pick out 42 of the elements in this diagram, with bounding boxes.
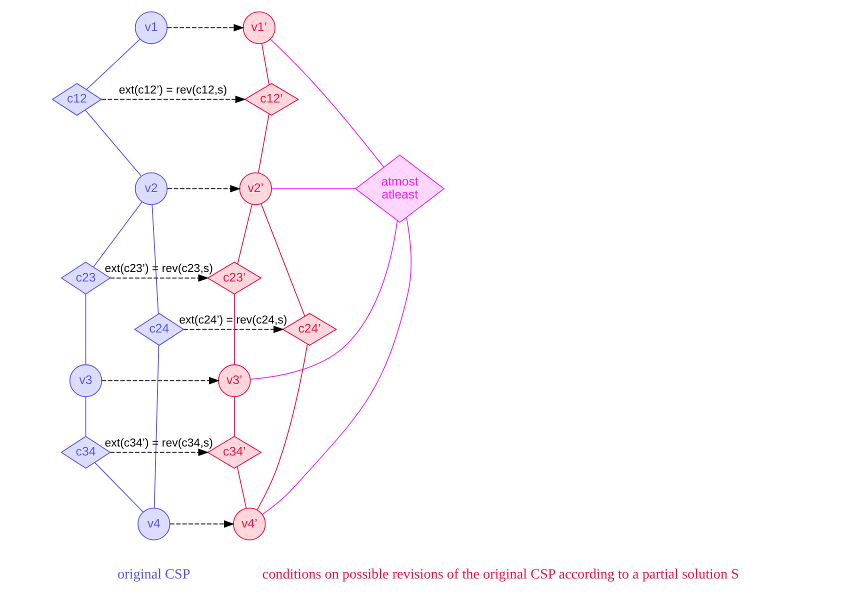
connector (234, 396, 235, 437)
connector (261, 42, 270, 86)
arrow (183, 326, 284, 334)
connector (154, 344, 160, 508)
arrow (101, 376, 220, 384)
connector (85, 294, 86, 366)
node-diamond: c12’ (244, 82, 300, 116)
arrow (110, 274, 209, 282)
connector (152, 204, 159, 314)
connector (84, 110, 142, 177)
arrow (101, 96, 246, 104)
label: original CSP (118, 566, 190, 583)
node-circle: v3 (69, 364, 102, 398)
node-circle: v1 (134, 11, 168, 44)
connector (234, 294, 235, 366)
arrow (167, 185, 241, 192)
arrow (110, 448, 209, 456)
node-circle: v4’ (233, 508, 266, 540)
connector (93, 202, 142, 268)
connector (85, 396, 86, 437)
node-circle: v3’ (218, 364, 251, 398)
connector (237, 204, 252, 264)
connector (258, 114, 270, 174)
connector (262, 216, 412, 515)
connector (94, 462, 144, 512)
node-circle: v2’ (239, 172, 272, 206)
node-diamond: c12 (52, 82, 102, 116)
arrow (170, 520, 235, 528)
node-circle: v1’ (242, 11, 276, 44)
arrow (166, 24, 244, 32)
connector (236, 466, 247, 509)
node-diamond: atmost atleast (354, 154, 445, 223)
connector (271, 188, 356, 190)
connector (86, 38, 140, 90)
connector (250, 220, 398, 380)
label: conditions on possible revisions of the original CSP according to a partial solution S (262, 566, 739, 583)
edge-label: ext(c12’) = rev(c12,s) (118, 84, 228, 97)
node-circle: v2 (134, 172, 168, 206)
connector (270, 38, 384, 168)
connector (256, 344, 308, 510)
connector (260, 203, 306, 316)
node-circle: v4 (138, 508, 170, 540)
